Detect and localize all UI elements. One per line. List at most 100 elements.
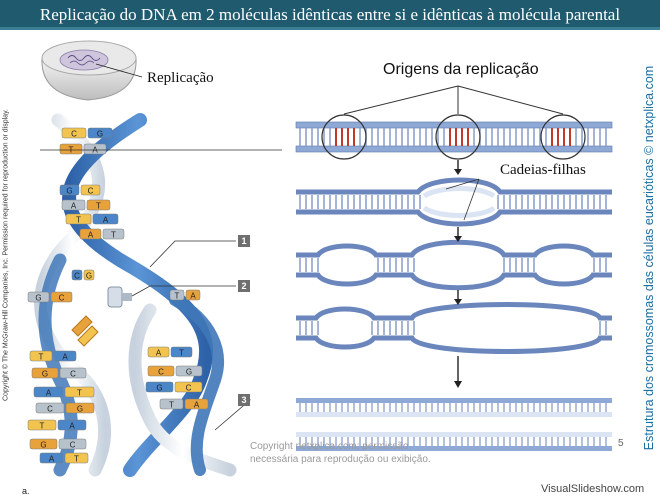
origin-circle-2 bbox=[435, 114, 481, 160]
nucleotide-letter: T bbox=[77, 389, 82, 398]
nucleotide bbox=[92, 213, 119, 225]
nucleotide bbox=[64, 452, 89, 464]
nucleotide bbox=[83, 269, 95, 281]
nucleotide bbox=[147, 346, 170, 358]
nucleotide-letter: T bbox=[74, 455, 79, 464]
nucleotide-letter: C bbox=[71, 130, 77, 139]
nucleotide bbox=[59, 143, 83, 155]
nucleotide-letter: G bbox=[42, 370, 48, 379]
nucleotide bbox=[35, 402, 65, 414]
nucleotide-letter: G bbox=[77, 405, 83, 414]
nucleotide bbox=[27, 419, 57, 431]
nucleotide bbox=[145, 381, 174, 393]
nucleotide bbox=[29, 350, 53, 362]
nucleotide-letter: A bbox=[49, 455, 55, 464]
nucleotide-letter: A bbox=[69, 422, 75, 431]
replicacao-leader-line bbox=[95, 63, 143, 78]
title-bar bbox=[0, 0, 660, 30]
nucleotide-letter: A bbox=[46, 389, 52, 398]
nucleotide bbox=[80, 184, 101, 196]
watermark: Copyright netxplica.com; permissão neces… bbox=[250, 440, 431, 466]
nucleotide bbox=[39, 452, 64, 464]
nucleotide bbox=[31, 367, 59, 379]
callout-1-line bbox=[149, 240, 236, 268]
nucleotide-letter: G bbox=[40, 441, 46, 450]
nucleotide-letter: C bbox=[70, 370, 76, 379]
polymerase-icon bbox=[107, 286, 132, 308]
origin-lines bbox=[343, 85, 564, 115]
nucleotide bbox=[61, 127, 87, 139]
dna-row-4 bbox=[296, 302, 612, 354]
nucleotide bbox=[169, 289, 185, 301]
nucleotide-letter: A bbox=[71, 202, 77, 211]
nucleotide bbox=[102, 228, 125, 240]
nucleotide-letter: C bbox=[59, 294, 65, 303]
nucleotide bbox=[79, 228, 102, 240]
cell-icon bbox=[41, 40, 143, 101]
nucleotide bbox=[65, 402, 95, 414]
nucleotide bbox=[33, 386, 64, 398]
slide-title: Replicação do DNA em 2 moléculas idêntic… bbox=[39, 5, 621, 24]
callout-3: 3 bbox=[238, 394, 250, 406]
nucleotide bbox=[53, 350, 77, 362]
nucleotide bbox=[71, 269, 83, 281]
nucleotide-letter: C bbox=[186, 384, 192, 393]
process-arrows bbox=[454, 160, 462, 388]
page-number: 5 bbox=[618, 438, 624, 449]
origin-circle-3 bbox=[540, 114, 586, 160]
dna-row-1 bbox=[295, 114, 613, 160]
nucleotide bbox=[58, 438, 87, 450]
nucleotide bbox=[174, 381, 203, 393]
nucleotide-letter: G bbox=[66, 187, 72, 196]
nucleotide-letter: T bbox=[111, 231, 116, 240]
nucleotide-letter: T bbox=[96, 202, 101, 211]
nucleotide bbox=[65, 213, 92, 225]
nucleotide bbox=[170, 346, 193, 358]
nucleotide-letter: G bbox=[86, 272, 92, 281]
nucleotide-letter: C bbox=[70, 441, 76, 450]
nucleotide bbox=[27, 291, 50, 303]
callout-1: 1 bbox=[238, 235, 250, 247]
nucleotide bbox=[159, 398, 184, 410]
nucleotide-letter: C bbox=[88, 187, 94, 196]
nucleotide bbox=[59, 367, 87, 379]
nucleotide bbox=[87, 127, 113, 139]
label-origens: Origens da replicação bbox=[383, 61, 539, 78]
callout-2: 2 bbox=[238, 280, 250, 292]
nucleotide-letter: A bbox=[190, 292, 196, 301]
nucleotide-letter: T bbox=[175, 292, 180, 301]
nucleotide bbox=[147, 365, 175, 377]
dna-row-3 bbox=[296, 239, 612, 291]
figure-letter: a. bbox=[22, 486, 30, 496]
free-nucleotide-icon bbox=[71, 315, 99, 347]
nucleotide bbox=[86, 199, 111, 211]
nucleotide-letter: G bbox=[35, 294, 41, 303]
brand-footer: VisualSlideshow.com bbox=[541, 483, 645, 495]
nucleotide bbox=[29, 438, 58, 450]
nucleotide bbox=[83, 143, 107, 155]
nucleotide bbox=[64, 386, 95, 398]
dna-row-5 bbox=[296, 398, 612, 451]
dna-row-2 bbox=[296, 177, 612, 227]
label-replicacao: Replicação bbox=[147, 70, 214, 86]
nucleotide-letter: T bbox=[76, 216, 81, 225]
nucleotide-letter: A bbox=[103, 216, 109, 225]
nucleotide-letter: T bbox=[179, 349, 184, 358]
nucleotide bbox=[175, 365, 203, 377]
nucleotide-letter: G bbox=[186, 368, 192, 377]
nucleotide bbox=[185, 289, 201, 301]
nucleotide-letter: C bbox=[47, 405, 53, 414]
nucleotide bbox=[184, 398, 209, 410]
nucleotide-letter: A bbox=[62, 353, 68, 362]
watermark-line-1: Copyright netxplica.com; permissão bbox=[250, 441, 409, 452]
nucleotide-letter: C bbox=[74, 272, 80, 281]
watermark-line-2: necessária para reprodução ou exibição. bbox=[250, 454, 431, 465]
nucleotide-letter: G bbox=[156, 384, 162, 393]
nucleotide bbox=[61, 199, 86, 211]
nucleotide bbox=[59, 184, 80, 196]
label-cadeias-filhas: Cadeias-filhas bbox=[500, 162, 586, 178]
nucleotide-letter: A bbox=[156, 349, 162, 358]
nucleotide-letter: T bbox=[40, 422, 45, 431]
